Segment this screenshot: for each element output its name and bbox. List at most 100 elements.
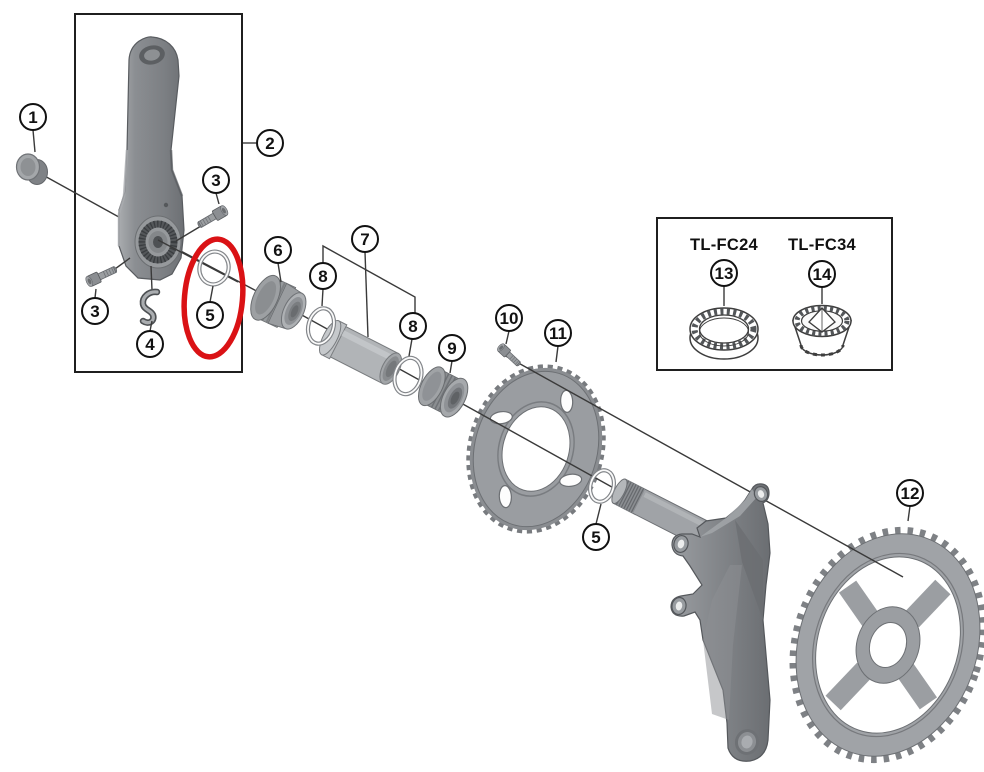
callout-12: 12: [896, 479, 924, 507]
leader-lines: [32, 129, 911, 525]
o-ring-8-right: [392, 355, 424, 397]
outer-chainring-spoke: [903, 579, 951, 628]
svg-text:9: 9: [447, 339, 456, 358]
pedal-hole-right-inner: [741, 735, 753, 749]
callout-4: 4: [136, 330, 164, 358]
left-cup-bore-inner: [290, 305, 299, 318]
o-ring-5-left: [197, 249, 231, 287]
right-cup-flange-inner: [422, 371, 442, 401]
inner-chainring: [466, 364, 606, 534]
left-crank-arm: [117, 36, 185, 281]
right-bb-cup: [417, 366, 469, 418]
pinch-bolt-upper: [195, 203, 230, 231]
callout-14: 14: [808, 260, 836, 288]
tl-fc24-opening-depth: [699, 317, 749, 347]
left-crank-highlight-edge: [117, 149, 129, 246]
callout-8-right: 8: [399, 312, 427, 340]
tl-fc34-bottom-notches: [799, 344, 845, 357]
inner-chainring-hole: [498, 485, 512, 509]
sleeve-bore-inner: [385, 360, 397, 378]
svg-text:4: 4: [145, 335, 155, 354]
callout-1: 1: [19, 103, 47, 131]
axis-line-pinch-bolt-upper: [175, 225, 202, 242]
spider-eyelet-lower-left-hole: [675, 601, 683, 611]
svg-text:10: 10: [500, 309, 519, 328]
outer-chainring-rim-lip: [811, 552, 965, 738]
crank-arm-fixing-cap: [15, 153, 48, 185]
axis-line-chainring-bolt: [503, 354, 904, 578]
callout-11: 11: [544, 319, 572, 347]
right-crank-arm: [670, 483, 771, 762]
inner-chainring-hole: [559, 473, 583, 488]
svg-text:3: 3: [90, 302, 99, 321]
spider-eyelet-upper-left-hole: [677, 539, 685, 549]
callout-3-lower: 3: [81, 297, 109, 325]
pedal-hole-left-inner: [144, 49, 160, 61]
chainring-fixing-bolt: [495, 341, 524, 369]
svg-text:13: 13: [715, 264, 734, 283]
safety-plate-face: [141, 290, 159, 325]
bracket-part-7: [322, 244, 416, 313]
pinch-bolt-lower: [83, 263, 120, 289]
svg-text:14: 14: [813, 265, 832, 284]
sleeve-highlight: [341, 330, 395, 362]
right-crank-ridge-facet: [735, 520, 763, 620]
svg-text:12: 12: [901, 484, 920, 503]
crank-spline-teeth: [138, 220, 178, 264]
o-ring-8-left: [305, 306, 337, 346]
spindle-highlight: [643, 492, 705, 527]
svg-text:6: 6: [273, 241, 282, 260]
crank-spline-hole: [153, 236, 163, 248]
tl-fc24-opening: [698, 314, 750, 344]
axis-line-safety-plate: [150, 265, 153, 291]
svg-text:2: 2: [265, 134, 274, 153]
crank-spindle: [611, 478, 711, 548]
left-crank-shadow-edge: [169, 149, 184, 197]
callout-6: 6: [264, 236, 292, 264]
inner-chainring-hole: [560, 389, 574, 413]
crank-pin-hole: [163, 202, 169, 208]
left-cup-flange-inner: [255, 281, 277, 315]
callout-7: 7: [351, 225, 379, 253]
spider-eyelet-top-hole: [757, 490, 765, 498]
outer-chainring-spoke: [896, 663, 938, 710]
svg-text:11: 11: [549, 324, 567, 343]
o-ring-5-right: [587, 468, 617, 504]
callout-10: 10: [495, 304, 523, 332]
right-crank-top-facet: [700, 489, 757, 537]
tool-tl-fc34: [791, 304, 853, 357]
cap-face-inner: [20, 158, 36, 176]
callout-5-right: 5: [582, 523, 610, 551]
safety-plate: [139, 288, 161, 326]
callout-5-left: 5: [196, 301, 224, 329]
tool-label-fc34: TL-FC34: [788, 236, 857, 254]
right-crank-arm-facet: [703, 565, 742, 720]
callout-9: 9: [438, 334, 466, 362]
svg-text:8: 8: [318, 267, 327, 286]
tools-box: [656, 217, 893, 371]
tl-fc24-notches: [691, 308, 757, 350]
inner-chainring-plate: [472, 370, 600, 528]
svg-text:8: 8: [408, 317, 417, 336]
inner-chainring-center-lip: [497, 401, 575, 497]
callout-2: 2: [256, 129, 284, 157]
svg-text:5: 5: [591, 528, 600, 547]
svg-text:1: 1: [28, 108, 37, 127]
outer-chainring-spoke: [825, 662, 873, 711]
tl-fc34-notches: [794, 305, 850, 337]
tool-tl-fc24: [689, 307, 759, 360]
outer-chainring-spoke: [838, 580, 880, 627]
outer-chainring: [789, 526, 984, 764]
callout-8-left: 8: [309, 262, 337, 290]
outer-chainring-hub: [855, 606, 921, 684]
svg-text:3: 3: [211, 171, 220, 190]
callout-13: 13: [710, 259, 738, 287]
right-cup-bore-inner: [450, 391, 460, 405]
outer-chainring-rim: [795, 533, 981, 757]
svg-text:5: 5: [205, 306, 214, 325]
highlight-ellipse-part-5: [181, 236, 246, 360]
callout-3-upper: 3: [202, 166, 230, 194]
svg-text:7: 7: [360, 230, 369, 249]
